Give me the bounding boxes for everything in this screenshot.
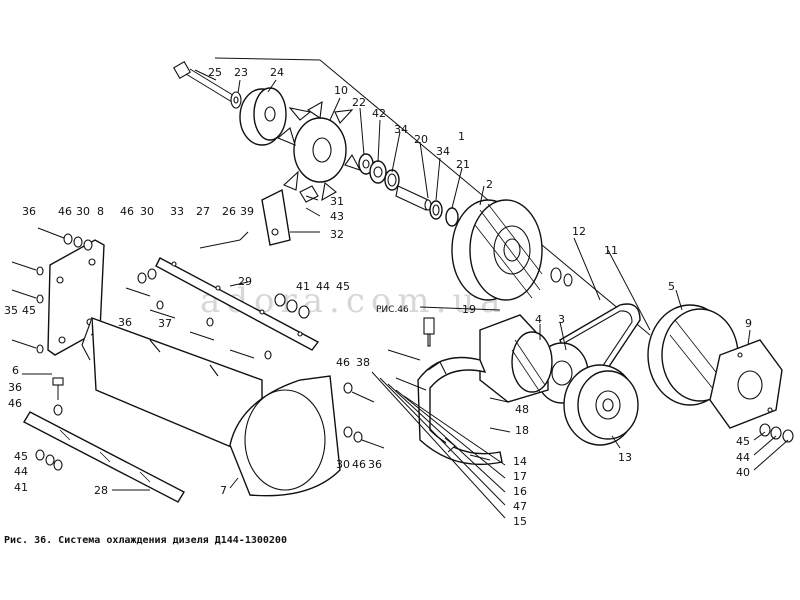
callout-44-b: 44 xyxy=(14,465,28,478)
leader-group xyxy=(371,371,506,519)
callout-7: 7 xyxy=(220,484,227,497)
callout-37: 37 xyxy=(158,317,172,330)
callout-46-b: 46 xyxy=(120,205,134,218)
rail-28 xyxy=(23,411,185,503)
callout-44-c: 44 xyxy=(736,451,750,464)
rod-33 xyxy=(199,231,249,249)
callout-4: 4 xyxy=(535,313,542,326)
callout-38: 38 xyxy=(356,356,370,369)
callout-20: 20 xyxy=(414,133,428,146)
plate-9 xyxy=(709,339,783,429)
callout-29: 29 xyxy=(238,275,252,288)
callout-34-b: 34 xyxy=(436,145,450,158)
pulley-24 xyxy=(239,87,287,146)
fastener-48-group xyxy=(387,317,511,461)
bolt-25 xyxy=(173,61,237,103)
callout-9: 9 xyxy=(745,317,752,330)
callout-27: 27 xyxy=(196,205,210,218)
figure-caption: Рис. 36. Система охлаждения дизеля Д144-… xyxy=(4,535,287,546)
callout-41-b: 41 xyxy=(14,481,28,494)
bracket-32 xyxy=(261,188,291,246)
callout-26: 26 xyxy=(222,205,236,218)
generator-19 xyxy=(479,314,553,403)
clamp-band-14 xyxy=(417,356,503,466)
pulley-2 xyxy=(451,199,543,301)
callout-3: 3 xyxy=(558,313,565,326)
callout-10: 10 xyxy=(334,84,348,97)
callout-23: 23 xyxy=(234,66,248,79)
callout-42: 42 xyxy=(372,107,386,120)
callout-14: 14 xyxy=(513,455,527,468)
shaft-20 xyxy=(395,185,432,211)
callout-19: 19 xyxy=(462,303,476,316)
callout-46-c: 46 xyxy=(8,397,22,410)
callout-45-b: 45 xyxy=(22,304,36,317)
callout-25: 25 xyxy=(208,66,222,79)
callout-46-d: 46 xyxy=(336,356,350,369)
callout-40: 40 xyxy=(736,466,750,479)
callout-13: 13 xyxy=(618,451,632,464)
leaders xyxy=(22,69,789,491)
callout-44-a: 44 xyxy=(316,280,330,293)
callout-39: 39 xyxy=(240,205,254,218)
callout-17: 17 xyxy=(513,470,527,483)
callout-47: 47 xyxy=(513,500,527,513)
callout-45-d: 45 xyxy=(736,435,750,448)
callout-11: 11 xyxy=(604,244,618,257)
callout-36-c: 36 xyxy=(8,381,22,394)
shroud-ring-7 xyxy=(229,375,341,497)
callout-8: 8 xyxy=(97,205,104,218)
callout-16: 16 xyxy=(513,485,527,498)
callout-45-c: 45 xyxy=(14,450,28,463)
callout-28: 28 xyxy=(94,484,108,497)
callout-32: 32 xyxy=(330,228,344,241)
bearing-42 xyxy=(369,160,387,184)
callout-2: 2 xyxy=(486,178,493,191)
callout-46-a: 46 xyxy=(58,205,72,218)
washer-23 xyxy=(230,91,242,109)
callout-30-c: 30 xyxy=(336,458,350,471)
callout-30-b: 30 xyxy=(140,205,154,218)
callout-15: 15 xyxy=(513,515,527,528)
callout-36-d: 36 xyxy=(368,458,382,471)
ring-12 xyxy=(550,267,573,287)
callout-35: 35 xyxy=(4,304,18,317)
callout-36-b: 36 xyxy=(118,316,132,329)
callout-6: 6 xyxy=(12,364,19,377)
callout-41-a: 41 xyxy=(296,280,310,293)
callout-33: 33 xyxy=(170,205,184,218)
callout-46-e: 46 xyxy=(352,458,366,471)
callout-18: 18 xyxy=(515,424,529,437)
fan-10 xyxy=(276,100,362,202)
callout-48: 48 xyxy=(515,403,529,416)
callout-5: 5 xyxy=(668,280,675,293)
callout-36-a: 36 xyxy=(22,205,36,218)
figure-ref: РИС.46 xyxy=(376,305,409,315)
callout-45-a: 45 xyxy=(336,280,350,293)
callout-43: 43 xyxy=(330,210,344,223)
nut-40-group xyxy=(759,423,794,443)
bolt-set-center xyxy=(343,382,385,449)
seal-34-b xyxy=(429,200,443,220)
callout-34-a: 34 xyxy=(394,123,408,136)
callout-labels: 1 2 3 4 5 6 7 8 9 10 11 12 13 14 15 16 1… xyxy=(4,66,752,528)
bolt-set-lower-left xyxy=(35,377,64,471)
seal-34-a xyxy=(384,169,400,191)
bolt-set-middle xyxy=(125,268,310,360)
callout-12: 12 xyxy=(572,225,586,238)
callout-31: 31 xyxy=(330,195,344,208)
bolt-set-left xyxy=(11,227,93,354)
callout-24: 24 xyxy=(270,66,284,79)
callout-1: 1 xyxy=(458,130,465,143)
pulley-13 xyxy=(563,364,639,446)
callout-22: 22 xyxy=(352,96,366,109)
main-shaft-axis xyxy=(214,57,321,61)
callout-21: 21 xyxy=(456,158,470,171)
ring-21 xyxy=(445,207,459,227)
rail-29 xyxy=(155,257,320,351)
callout-30-a: 30 xyxy=(76,205,90,218)
